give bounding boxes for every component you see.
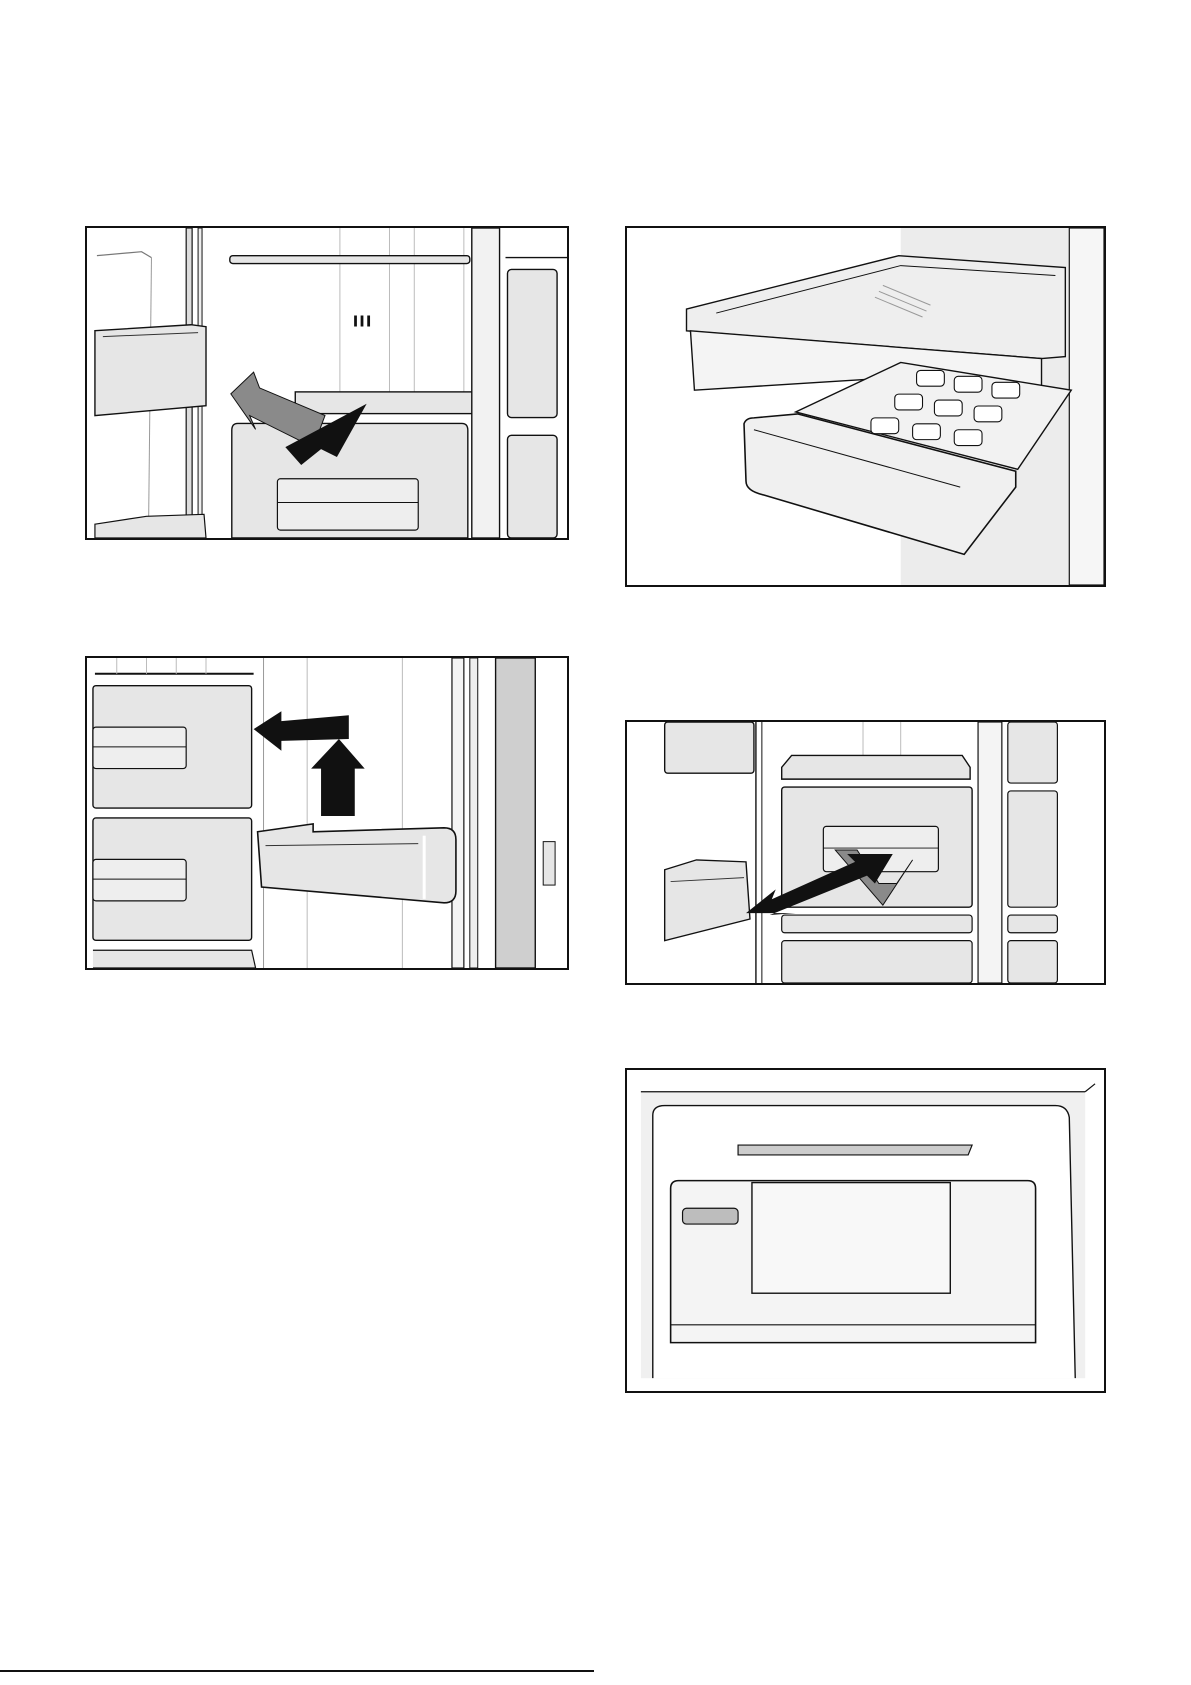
figure-ice-tray (625, 226, 1106, 587)
footer-rule (0, 1670, 594, 1672)
figure-remove-door-bin (85, 656, 569, 970)
figure-control-panel (625, 1068, 1106, 1393)
figure-pull-out-drawer (625, 720, 1106, 985)
figure-remove-freezer-shelf: III (85, 226, 569, 540)
shelf-level-label: III (353, 314, 373, 331)
freezer-shelf-illustration: III (87, 228, 567, 538)
ice-tray-illustration (627, 228, 1104, 585)
pull-drawer-illustration (627, 722, 1104, 983)
door-bin-illustration (87, 658, 567, 968)
panel-button (683, 1208, 739, 1224)
control-panel-illustration (627, 1070, 1104, 1391)
display-window (752, 1183, 950, 1294)
